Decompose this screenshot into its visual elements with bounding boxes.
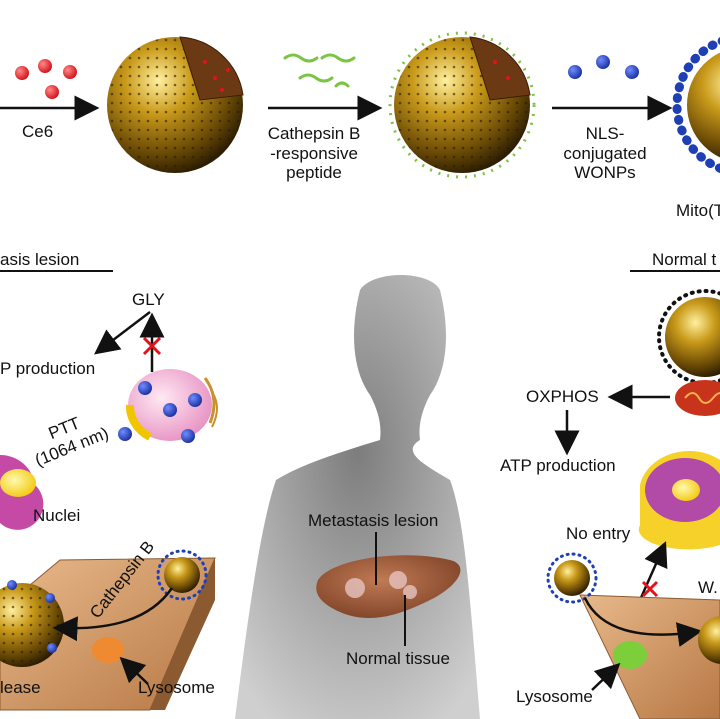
peptide-label-line-2: -responsive <box>258 144 370 164</box>
lysosome-right <box>613 641 647 669</box>
no-entry-label: No entry <box>566 524 630 544</box>
right-panel-title: Normal t <box>652 250 716 270</box>
left-lysosome-label: Lysosome <box>138 678 215 698</box>
release-label: lease <box>0 678 41 698</box>
normal-nucleus <box>639 451 720 549</box>
lysosome-left <box>92 637 124 663</box>
tumor-cell <box>118 369 217 443</box>
left-atp-label: P production <box>0 359 95 379</box>
nanoparticle-loaded <box>107 37 243 173</box>
nanoparticle-wonp <box>677 37 720 173</box>
ce6-label: Ce6 <box>22 122 53 142</box>
peptide-label: Cathepsin B -responsive peptide <box>258 124 370 183</box>
peptide-strands <box>285 55 354 86</box>
oxphos-label: OXPHOS <box>526 387 599 407</box>
tissue-block-right <box>580 595 720 719</box>
nanoparticle-peptide <box>390 33 534 177</box>
peptide-label-line-3: peptide <box>258 163 370 183</box>
right-lysosome-label: Lysosome <box>516 687 593 707</box>
lysosome-right-arrow <box>592 668 615 690</box>
nls-label: NLS- conjugated WONPs <box>560 124 650 183</box>
left-panel-title: asis lesion <box>0 250 79 270</box>
mito-label: Mito(T <box>676 201 720 221</box>
nls-label-line-2: conjugated <box>560 144 650 164</box>
gly-arrow <box>100 312 150 350</box>
mitochondrion <box>675 380 720 416</box>
right-atp-label: ATP production <box>500 456 616 476</box>
nanoparticle-right <box>659 291 720 383</box>
w-label: W. <box>698 578 718 598</box>
nls-label-line-1: NLS- <box>560 124 650 144</box>
gly-label: GLY <box>132 290 165 310</box>
normal-tissue-label: Normal tissue <box>346 649 450 669</box>
ce6-molecules <box>15 59 77 99</box>
nuclei-label: Nuclei <box>33 506 80 526</box>
peptide-label-line-1: Cathepsin B <box>258 124 370 144</box>
nls-label-line-3: WONPs <box>560 163 650 183</box>
metastasis-lesion-label: Metastasis lesion <box>308 511 438 531</box>
wonp-particles <box>568 55 639 79</box>
nanoparticle-right-small <box>548 554 596 602</box>
